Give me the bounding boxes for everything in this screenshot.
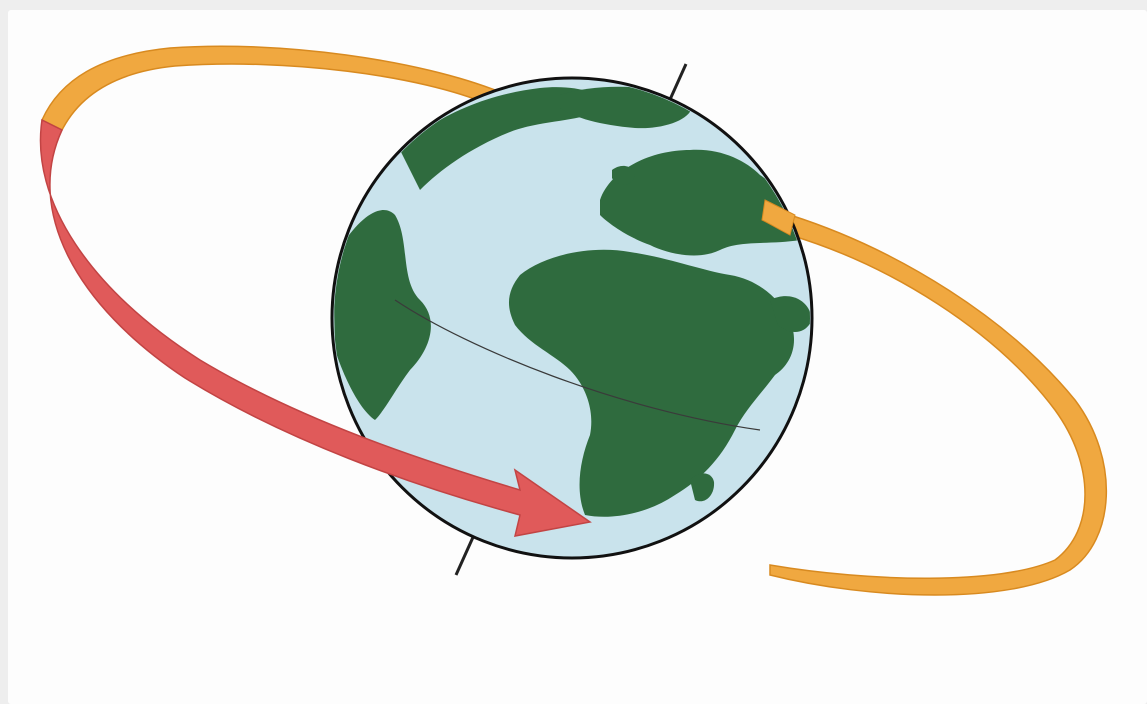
orbit-ribbon-top [42,46,500,130]
orbit-ribbon-back [770,215,1106,595]
earth-globe-icon [332,78,812,558]
land-british-isles [612,166,634,185]
